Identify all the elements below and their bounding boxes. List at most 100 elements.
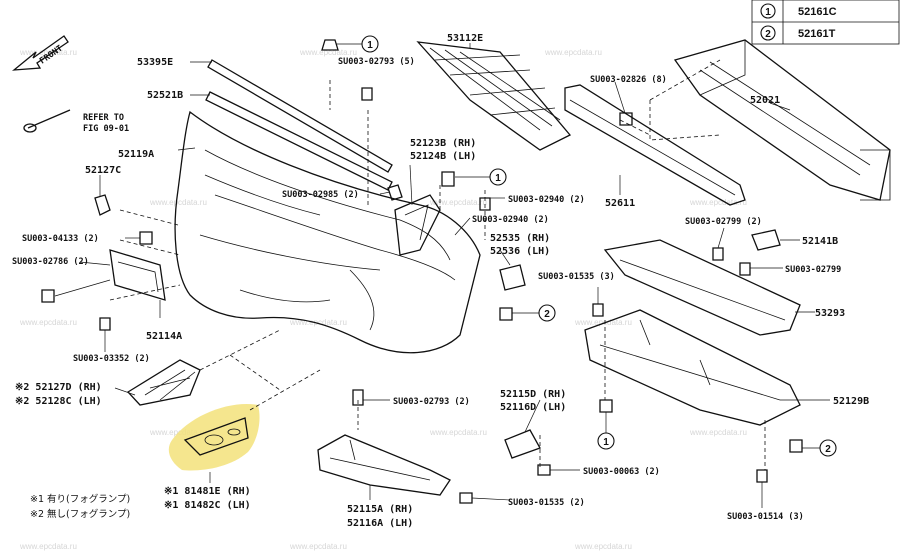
label-SU003-02786-2: SU003-02786 (2) bbox=[12, 257, 89, 267]
label-52128C: ※2 52128C (LH) bbox=[15, 396, 102, 407]
label-52021: 52021 bbox=[750, 95, 780, 106]
retainer-52115D bbox=[504, 429, 541, 459]
bolt-icon bbox=[479, 197, 491, 211]
label-SU003-01535-2: SU003-01535 (2) bbox=[508, 498, 585, 508]
watermark: www.epcdata.ru bbox=[19, 48, 77, 57]
label-SU003-02793-5: SU003-02793 (5) bbox=[338, 57, 415, 67]
watermark-layer: www.epcdata.ru www.epcdata.ru www.epcdat… bbox=[19, 48, 747, 551]
legend-marker-2: 2 bbox=[765, 29, 771, 40]
callout-num: 2 bbox=[544, 309, 550, 320]
retainer-52535 bbox=[499, 264, 526, 291]
bolt-icon bbox=[756, 469, 768, 483]
label-81482C: ※1 81482C (LH) bbox=[164, 500, 251, 511]
bolt-icon bbox=[361, 87, 373, 101]
bracket-52123B bbox=[394, 194, 441, 256]
footnote-2: ※2 無し(フォグランプ) bbox=[30, 508, 130, 520]
fog-cover-52127D bbox=[126, 359, 201, 406]
under-cover-53293 bbox=[603, 239, 801, 336]
clip-icon bbox=[441, 171, 455, 187]
bolt-icon bbox=[459, 492, 473, 504]
label-SU003-02826-8: SU003-02826 (8) bbox=[590, 75, 667, 85]
callouts: 1 1 2 1 2 bbox=[336, 35, 837, 457]
label-SU003-01535-3: SU003-01535 (3) bbox=[538, 272, 615, 282]
footnotes: ※1 有り(フォグランプ) ※2 無し(フォグランプ) bbox=[30, 493, 130, 520]
watermark: www.epcdata.ru bbox=[149, 198, 207, 207]
legend-table: 1 52161C 2 52161T bbox=[751, 0, 900, 45]
watermark: www.epcdata.ru bbox=[149, 428, 207, 437]
callout-num: 1 bbox=[603, 437, 609, 448]
label-81481E: ※1 81481E (RH) bbox=[164, 486, 251, 497]
label-52129B: 52129B bbox=[833, 396, 869, 407]
bracket-52114A bbox=[109, 249, 166, 301]
leader-lines bbox=[54, 43, 830, 508]
label-52116D: 52116D (LH) bbox=[500, 402, 566, 413]
label-52127C: 52127C bbox=[85, 165, 121, 176]
label-52124B: 52124B (LH) bbox=[410, 151, 476, 162]
footnote-1: ※1 有り(フォグランプ) bbox=[30, 493, 130, 505]
watermark: www.epcdata.ru bbox=[544, 48, 602, 57]
label-SU003-02940-2b: SU003-02940 (2) bbox=[472, 215, 549, 225]
watermark: www.epcdata.ru bbox=[429, 198, 487, 207]
label-53112E: 53112E bbox=[447, 33, 483, 44]
watermark: www.epcdata.ru bbox=[429, 428, 487, 437]
label-SU003-04133-2: SU003-04133 (2) bbox=[22, 234, 99, 244]
label-52536: 52536 (LH) bbox=[490, 246, 550, 257]
upper-strip-53395E bbox=[207, 59, 393, 173]
callout-num: 2 bbox=[825, 444, 831, 455]
cap-52127C bbox=[94, 194, 111, 216]
bracket-52141B bbox=[751, 229, 781, 251]
clip-icon bbox=[599, 399, 613, 413]
callout-num: 1 bbox=[367, 40, 373, 51]
legend-part-2: 52161T bbox=[798, 28, 836, 40]
part-labels: 53395E 52521B 52119A 52127C 53112E 52021… bbox=[15, 33, 869, 529]
label-52127D: ※2 52127D (RH) bbox=[15, 382, 102, 393]
legend-marker-1: 1 bbox=[765, 7, 771, 18]
grille-53112E bbox=[416, 41, 572, 151]
bolt-icon bbox=[99, 317, 111, 331]
fog-bezel-81481E bbox=[168, 404, 260, 471]
label-52141B: 52141B bbox=[802, 236, 838, 247]
label-SU003-02793-2: SU003-02793 (2) bbox=[393, 397, 470, 407]
label-53395E: 53395E bbox=[137, 57, 173, 68]
label-52116A: 52116A (LH) bbox=[347, 518, 413, 529]
watermark: www.epcdata.ru bbox=[689, 198, 747, 207]
watermark: www.epcdata.ru bbox=[299, 48, 357, 57]
bolt-icon bbox=[352, 389, 364, 406]
clip-icon bbox=[499, 307, 513, 321]
label-SU003-02985-2: SU003-02985 (2) bbox=[282, 190, 359, 200]
upper-strip-52521B bbox=[205, 91, 393, 191]
legend-part-1: 52161C bbox=[798, 6, 837, 18]
bolt-icon bbox=[739, 262, 751, 276]
watermark: www.epcdata.ru bbox=[289, 318, 347, 327]
fasteners bbox=[41, 39, 803, 504]
assembly-lines bbox=[109, 80, 766, 470]
label-53293: 53293 bbox=[815, 308, 845, 319]
bolt-icon bbox=[712, 247, 724, 261]
refer-line-2: FIG 09-01 bbox=[83, 124, 129, 134]
label-52611: 52611 bbox=[605, 198, 635, 209]
label-SU003-00063-2: SU003-00063 (2) bbox=[583, 467, 660, 477]
watermark: www.epcdata.ru bbox=[19, 318, 77, 327]
label-SU003-02940-2a: SU003-02940 (2) bbox=[508, 195, 585, 205]
fastener-labels: SU003-02793 (5) SU003-02826 (8) SU003-02… bbox=[12, 57, 841, 522]
watermark: www.epcdata.ru bbox=[574, 318, 632, 327]
callout-num: 1 bbox=[495, 173, 501, 184]
label-SU003-02799: SU003-02799 bbox=[785, 265, 841, 275]
label-52119A: 52119A bbox=[118, 149, 154, 160]
refer-line-1: REFER TO bbox=[83, 113, 124, 123]
watermark: www.epcdata.ru bbox=[19, 542, 77, 551]
label-52115A: 52115A (RH) bbox=[347, 504, 413, 515]
side-bracket-52115A bbox=[317, 434, 451, 496]
label-52521B: 52521B bbox=[147, 90, 183, 101]
label-52123B: 52123B (RH) bbox=[410, 138, 476, 149]
clip-icon bbox=[321, 39, 339, 51]
clip-icon bbox=[139, 231, 153, 245]
bolt-icon bbox=[592, 303, 604, 317]
under-cover-52129B bbox=[584, 309, 801, 426]
refer-note: REFER TO FIG 09-01 bbox=[23, 109, 129, 134]
label-52115D: 52115D (RH) bbox=[500, 389, 566, 400]
clip-icon bbox=[789, 439, 803, 453]
clip-icon bbox=[537, 464, 551, 476]
